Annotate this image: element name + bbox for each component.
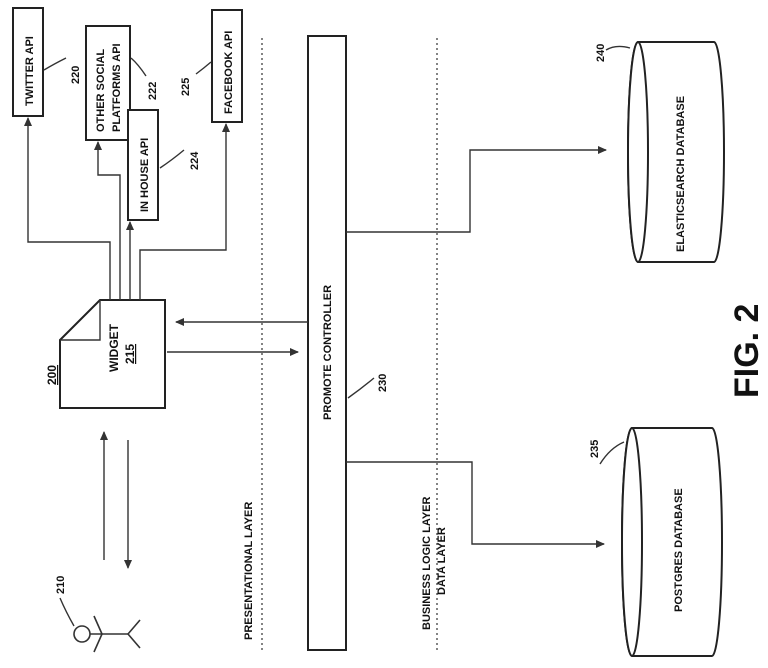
widget-to-other-social-line bbox=[94, 141, 121, 300]
postgres-label: POSTGRES DATABASE bbox=[673, 488, 685, 612]
other-social-label-line2: PLATFORMS API bbox=[111, 43, 123, 132]
widget-ref: 215 bbox=[123, 344, 137, 364]
twitter-api-box: TWITTER API bbox=[12, 7, 44, 117]
widget-to-twitter-line bbox=[24, 117, 111, 300]
other-social-api-box: OTHER SOCIAL PLATFORMS API bbox=[85, 25, 131, 141]
controller-to-elasticsearch-line bbox=[346, 146, 607, 233]
other-social-ref: 222 bbox=[147, 82, 159, 100]
promote-controller-label: PROMOTE CONTROLLER bbox=[322, 285, 334, 420]
data-layer-label: DATA LAYER bbox=[436, 527, 448, 595]
presentational-layer-label: PRESENTATIONAL LAYER bbox=[243, 502, 255, 640]
in-house-api-ref: 224 bbox=[189, 151, 201, 170]
other-social-ref-leader bbox=[130, 57, 147, 77]
widget-box: WIDGET 215 bbox=[59, 299, 166, 409]
twitter-api-label: TWITTER API bbox=[24, 36, 36, 106]
elasticsearch-ref-leader bbox=[605, 45, 631, 51]
facebook-ref-leader bbox=[195, 61, 212, 75]
user-ref-leader bbox=[59, 597, 75, 627]
promote-controller-ref: 230 bbox=[377, 374, 389, 392]
widget-to-facebook-line bbox=[139, 123, 230, 300]
controller-to-postgres-line bbox=[346, 461, 605, 548]
twitter-api-ref: 220 bbox=[70, 66, 82, 84]
elasticsearch-database: ELASTICSEARCH DATABASE bbox=[627, 41, 725, 263]
elasticsearch-ref: 240 bbox=[595, 44, 607, 62]
facebook-api-label: FACEBOOK API bbox=[223, 31, 235, 114]
promote-controller-box: PROMOTE CONTROLLER bbox=[307, 35, 347, 651]
figure-number: 200 bbox=[45, 365, 59, 385]
facebook-api-box: FACEBOOK API bbox=[211, 9, 243, 123]
in-house-api-label: IN HOUSE API bbox=[139, 138, 151, 212]
postgres-ref-leader bbox=[599, 441, 625, 465]
in-house-ref-leader bbox=[159, 149, 185, 169]
elasticsearch-label: ELASTICSEARCH DATABASE bbox=[675, 96, 687, 252]
twitter-ref-leader bbox=[43, 57, 67, 71]
user-icon bbox=[73, 615, 141, 653]
facebook-api-ref: 225 bbox=[180, 78, 192, 96]
widget-label: WIDGET bbox=[107, 323, 121, 372]
other-social-label-line1: OTHER SOCIAL bbox=[95, 49, 107, 132]
figure-caption: FIG. 2 bbox=[728, 304, 766, 398]
postgres-database: POSTGRES DATABASE bbox=[621, 427, 723, 657]
in-house-api-box: IN HOUSE API bbox=[127, 109, 159, 221]
postgres-ref: 235 bbox=[589, 440, 601, 458]
business-logic-layer-label: BUSINESS LOGIC LAYER bbox=[421, 496, 433, 630]
controller-ref-leader bbox=[347, 377, 375, 399]
user-ref: 210 bbox=[55, 576, 67, 594]
